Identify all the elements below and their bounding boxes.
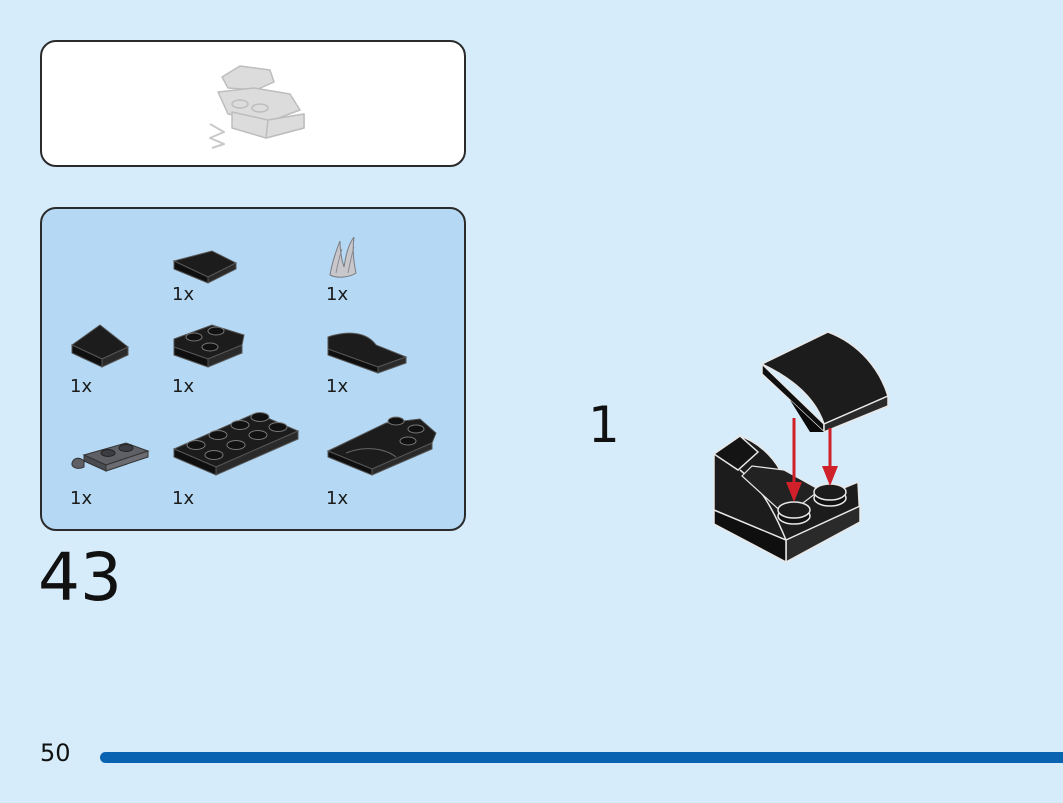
submodel-preview-box (40, 40, 466, 167)
slope-1x2-icon (71, 324, 129, 368)
part-qty: 1x (326, 488, 349, 509)
flame-piece-icon (329, 236, 357, 278)
plate-2x4-icon (172, 412, 300, 476)
part-qty: 1x (70, 488, 93, 509)
placement-arrows (786, 418, 838, 502)
step-number: 43 (38, 539, 122, 616)
substep-number: 1 (588, 396, 620, 454)
progress-bar-fill (100, 752, 1063, 763)
plate-with-clip-icon (71, 442, 150, 472)
part-qty: 1x (172, 284, 195, 305)
part-qty: 1x (172, 376, 195, 397)
assembly-illustration (700, 320, 900, 574)
assembled-submodel-icon (209, 65, 305, 149)
curved-slope-1x2-icon (172, 250, 238, 284)
arrow-left-head (786, 482, 802, 502)
curved-slope-part (760, 331, 889, 434)
part-qty: 1x (172, 488, 195, 509)
arrow-right-head (822, 466, 838, 486)
parts-list-box: 1x 1x 1x 1x (40, 207, 466, 531)
wedge-base-part (712, 435, 861, 564)
part-qty: 1x (326, 376, 349, 397)
assembly-diagram-icon (712, 331, 889, 564)
progress-bar (100, 752, 1063, 763)
wedge-plate-3x4-icon (326, 416, 437, 476)
wedge-plate-2x2-icon (173, 324, 245, 368)
part-qty: 1x (326, 284, 349, 305)
page-number: 50 (40, 739, 71, 767)
part-qty: 1x (70, 376, 93, 397)
curved-slope-2x2-icon (327, 332, 408, 374)
